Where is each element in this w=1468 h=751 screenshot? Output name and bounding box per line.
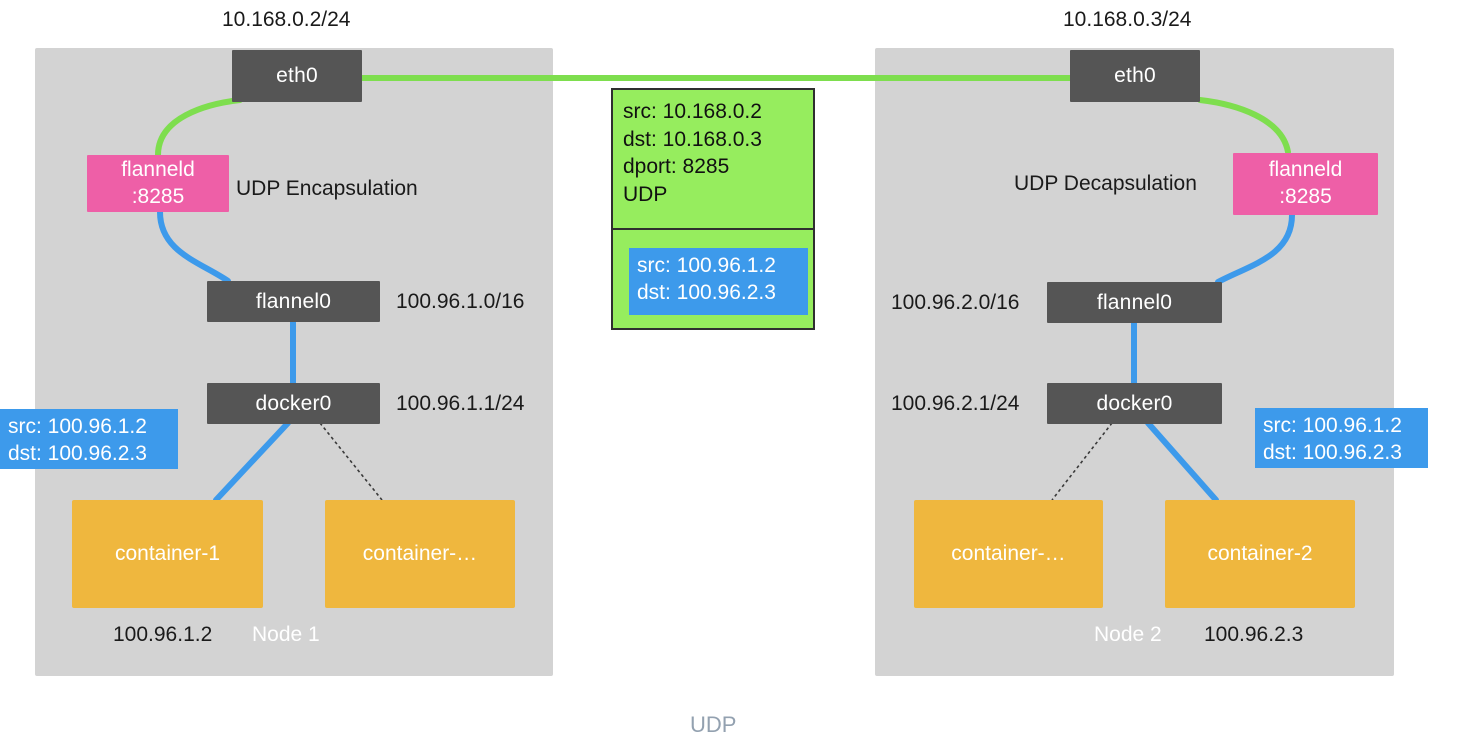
interface-eth0-node2[interactable]: eth0 [1070,50,1200,102]
packet-tag-dst-node2: dst: 100.96.2.3 [1263,441,1402,465]
node-name-node1: Node 1 [252,623,320,646]
packet-tag-node1: src: 100.96.1.2 dst: 100.96.2.3 [0,409,178,469]
packet-tag-dst-node1: dst: 100.96.2.3 [8,442,147,466]
interface-docker0-node1[interactable]: docker0 [207,383,380,424]
docker0-cidr-node2: 100.96.2.1/24 [891,392,1020,415]
flannel0-cidr-node1: 100.96.1.0/16 [396,290,525,313]
packet-diagram: src: 10.168.0.2 dst: 10.168.0.3 dport: 8… [611,88,815,330]
flannel0-cidr-node2: 100.96.2.0/16 [891,291,1020,314]
packet-tag-src-node2: src: 100.96.1.2 [1263,414,1402,437]
interface-flannel0-node2[interactable]: flannel0 [1047,282,1222,323]
container-ip-node2-1: 100.96.2.3 [1204,623,1304,646]
diagram-caption: UDP [690,712,737,737]
flanneld-port-node1: :8285 [131,184,185,208]
packet-outer-dport: dport: 8285 [623,155,730,178]
container-node2-1[interactable]: container-2 [1165,500,1355,608]
daemon-flanneld-node1[interactable]: flanneld :8285 [87,155,229,212]
container-node2-0[interactable]: container-… [914,500,1103,608]
interface-eth0-node1[interactable]: eth0 [232,50,362,102]
packet-outer-dst: dst: 10.168.0.3 [623,127,762,151]
flanneld-name-node1: flanneld [121,157,195,181]
interface-docker0-node2[interactable]: docker0 [1047,383,1222,424]
mode-label-node1: UDP Encapsulation [236,177,418,200]
flanneld-port-node2: :8285 [1279,185,1332,208]
packet-outer-proto: UDP [623,182,668,206]
node-name-node2: Node 2 [1094,623,1162,646]
daemon-flanneld-node2[interactable]: flanneld :8285 [1233,153,1378,215]
container-node1-0[interactable]: container-1 [72,500,263,608]
packet-tag-src-node1: src: 100.96.1.2 [8,415,147,438]
host-cidr-node2: 10.168.0.3/24 [1063,8,1192,31]
packet-inner-dst: dst: 100.96.2.3 [637,281,776,305]
host-cidr-node1: 10.168.0.2/24 [222,8,351,31]
docker0-cidr-node1: 100.96.1.1/24 [396,392,525,415]
packet-inner-payload: src: 100.96.1.2 dst: 100.96.2.3 [629,248,808,315]
interface-flannel0-node1[interactable]: flannel0 [207,281,380,322]
container-ip-node1-0: 100.96.1.2 [113,623,213,646]
mode-label-node2: UDP Decapsulation [1014,172,1197,195]
packet-tag-node2: src: 100.96.1.2 dst: 100.96.2.3 [1255,408,1428,468]
container-node1-1[interactable]: container-… [325,500,515,608]
packet-outer-src: src: 10.168.0.2 [623,100,762,123]
flanneld-name-node2: flanneld [1268,158,1343,182]
packet-inner-src: src: 100.96.1.2 [637,254,776,277]
packet-outer-header: src: 10.168.0.2 dst: 10.168.0.3 dport: 8… [613,90,813,230]
